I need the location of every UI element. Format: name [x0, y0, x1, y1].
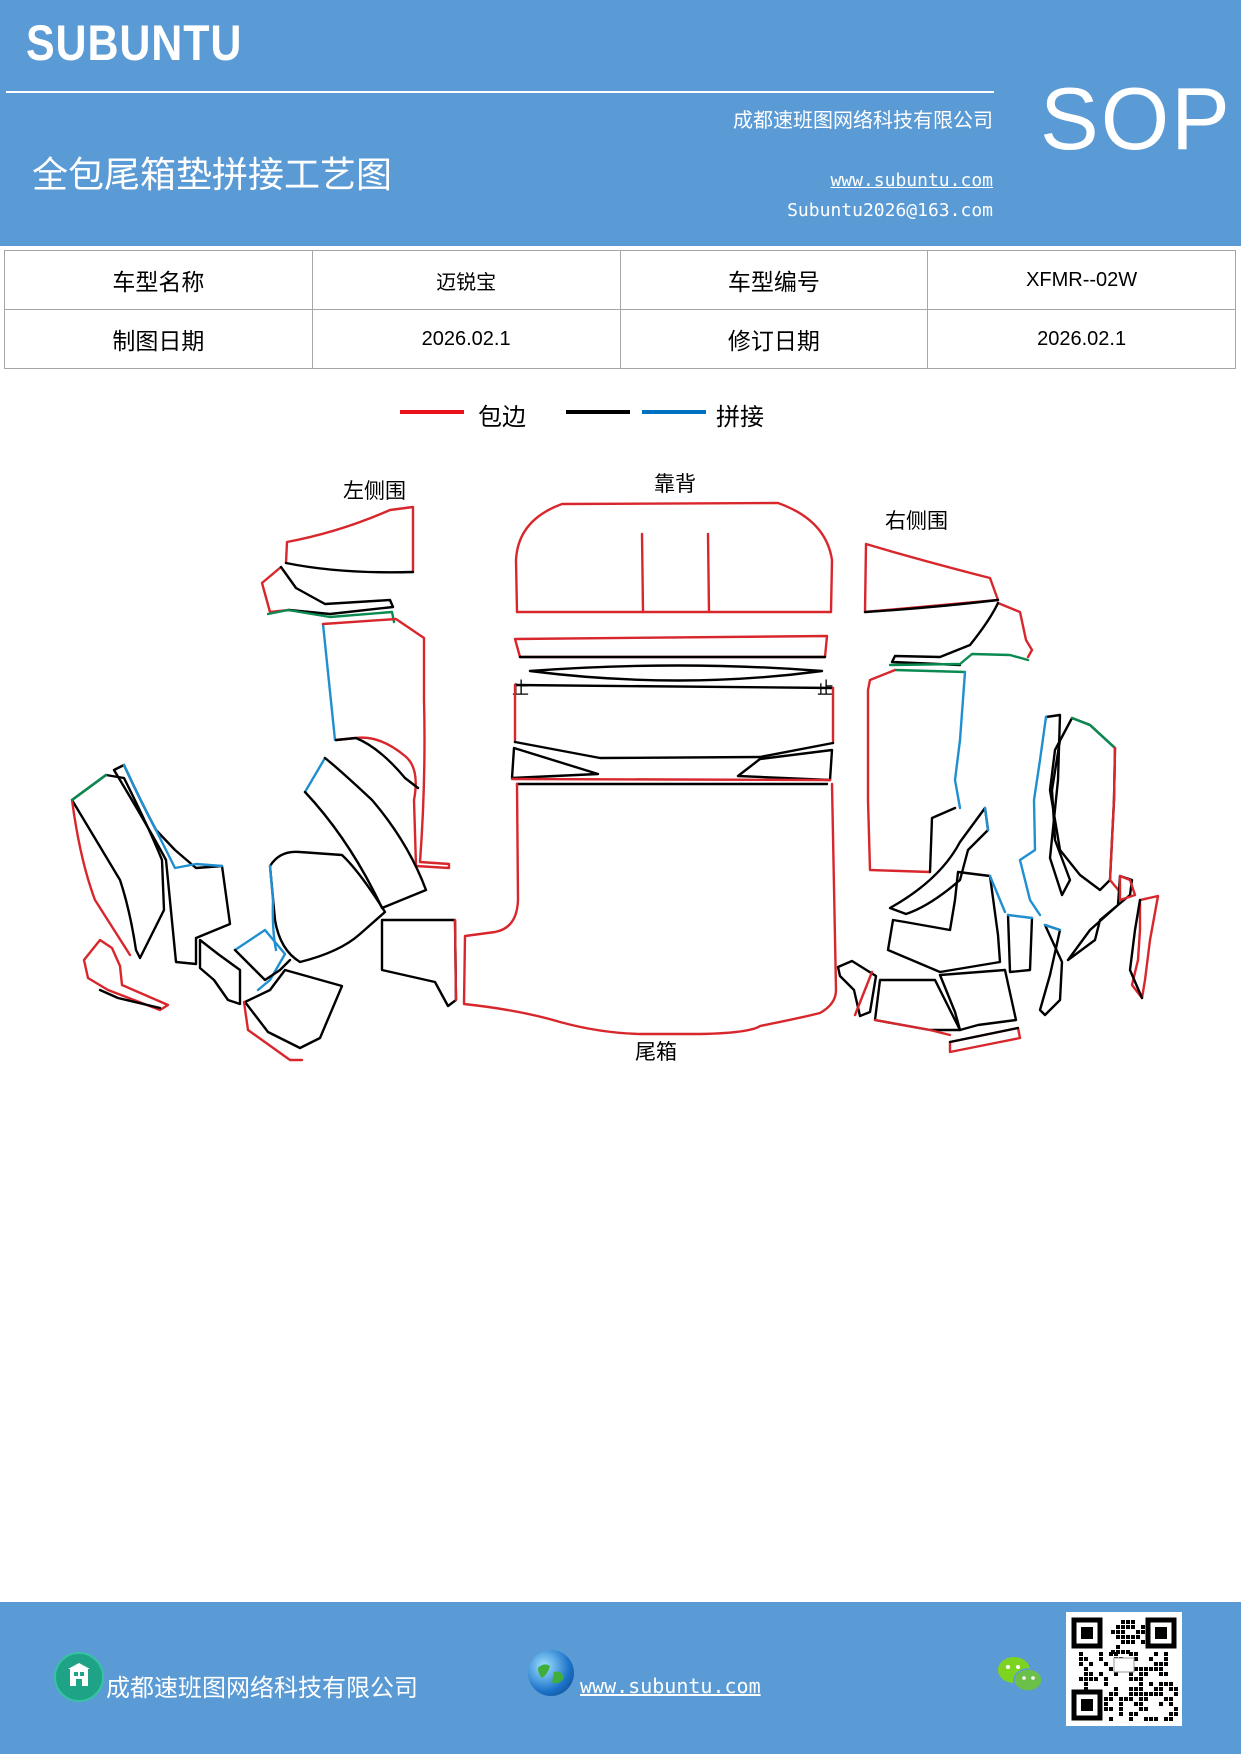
header-website-link[interactable]: www.subuntu.com: [830, 170, 993, 191]
left-side-lower-pieces: [268, 756, 458, 1008]
page-title: 全包尾箱垫拼接工艺图: [32, 155, 393, 196]
header-email[interactable]: Subuntu2026@163.com: [787, 200, 993, 221]
draw-date-value: 2026.02.1: [311, 309, 621, 369]
model-name-label: 车型名称: [4, 250, 313, 310]
left-far-pieces: [70, 763, 344, 1062]
label-trunk: 尾箱: [635, 1040, 677, 1064]
model-code-label: 车型编号: [619, 250, 929, 310]
footer-website-link[interactable]: www.subuntu.com: [580, 1674, 761, 1698]
backrest-piece: [514, 501, 834, 614]
cutting-diagram: 左侧围 靠背 右侧围 尾箱 止 止: [70, 472, 1160, 1064]
left-side-upper: [260, 505, 415, 624]
sop-badge: SOP: [1040, 69, 1232, 168]
legend: 包边 拼接: [400, 400, 800, 440]
header-divider: [6, 91, 994, 93]
legend-splice-label: 拼接: [716, 403, 764, 431]
left-side-panel: [321, 617, 451, 870]
right-side-panel: [866, 668, 967, 874]
trunk-floor-piece: [462, 782, 838, 1036]
right-side-mid-pieces: [886, 806, 1034, 974]
qr-code[interactable]: [1066, 1612, 1182, 1726]
revise-date-label: 修订日期: [619, 309, 929, 369]
footer-company: 成都速班图网络科技有限公司: [106, 1674, 418, 1702]
header-company: 成都速班图网络科技有限公司: [733, 108, 993, 132]
label-right-side: 右侧围: [885, 509, 948, 533]
label-left-side: 左侧围: [343, 479, 406, 503]
legend-black-swatch: [566, 410, 630, 414]
right-side-upper: [863, 542, 1034, 667]
table-row: 制图日期 2026.02.1 修订日期 2026.02.1: [4, 309, 1236, 369]
model-name-value: 迈锐宝: [311, 250, 621, 310]
brand-logo: SUBUNTU: [26, 15, 243, 71]
globe-icon: [528, 1650, 574, 1696]
wechat-icon[interactable]: [996, 1654, 1044, 1696]
draw-date-label: 制图日期: [4, 309, 313, 369]
backrest-strip: [513, 634, 829, 659]
right-bottom-pieces: [836, 959, 1022, 1054]
table-row: 车型名称 迈锐宝 车型编号 XFMR--02W: [4, 250, 1236, 310]
label-backrest: 靠背: [654, 472, 696, 496]
middle-band: [510, 664, 835, 782]
legend-edge-swatch: [400, 410, 464, 414]
page-header: SUBUNTU 成都速班图网络科技有限公司 全包尾箱垫拼接工艺图 www.sub…: [0, 0, 1241, 246]
revise-date-value: 2026.02.1: [927, 309, 1236, 369]
building-icon: [54, 1652, 104, 1702]
legend-splice-swatch: [642, 410, 706, 414]
legend-edge-label: 包边: [478, 403, 526, 431]
vehicle-info-table: 车型名称 迈锐宝 车型编号 XFMR--02W 制图日期 2026.02.1 修…: [4, 250, 1236, 369]
right-far-pieces: [1018, 713, 1160, 1017]
page-footer: 成都速班图网络科技有限公司 www.subuntu.com: [0, 1602, 1241, 1754]
model-code-value: XFMR--02W: [927, 250, 1236, 310]
